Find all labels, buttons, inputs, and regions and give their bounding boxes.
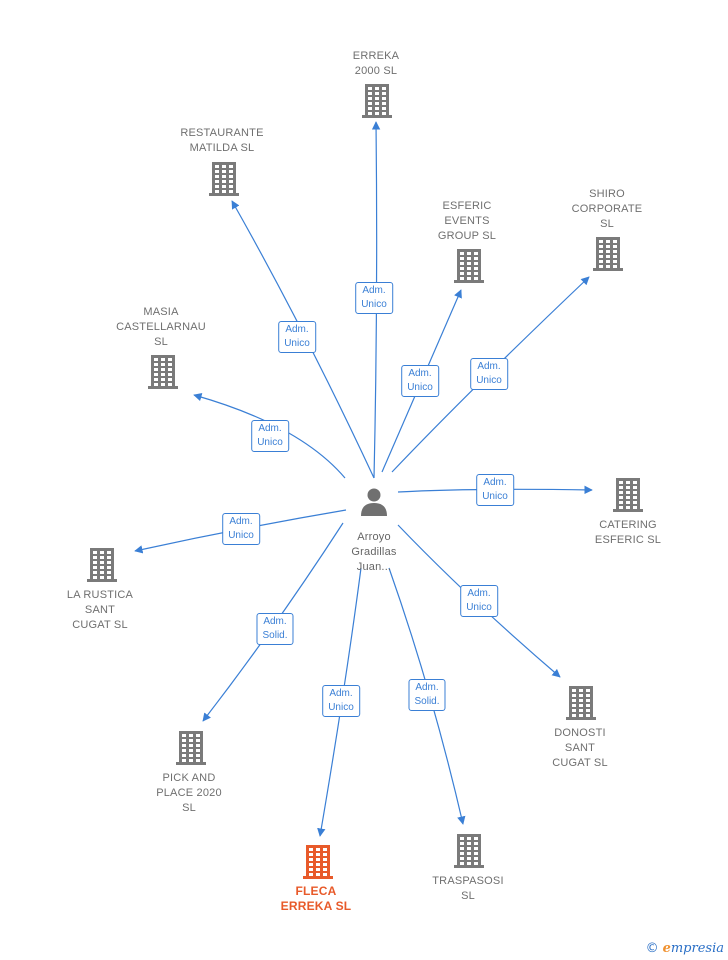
building-icon[interactable]	[454, 249, 484, 283]
role-badge-shiro[interactable]: Adm. Unico	[470, 358, 508, 390]
copyright-symbol: ©	[645, 941, 659, 956]
brand-name: mpresia	[670, 941, 724, 956]
building-icon[interactable]	[362, 84, 392, 118]
building-icon[interactable]	[176, 731, 206, 765]
company-label-shiro[interactable]: SHIRO CORPORATE SL	[571, 188, 643, 230]
role-badge-donosti[interactable]: Adm. Unico	[460, 585, 498, 617]
role-badge-restaurante[interactable]: Adm. Unico	[278, 321, 316, 353]
building-icon[interactable]	[613, 478, 643, 512]
building-icon[interactable]	[454, 834, 484, 868]
company-label-traspasosi[interactable]: TRASPASOSI SL	[432, 875, 504, 902]
building-icon[interactable]	[593, 237, 623, 271]
brand-logo-letter: e	[662, 941, 671, 956]
company-label-donosti[interactable]: DONOSTI SANT CUGAT SL	[552, 727, 608, 769]
person-label[interactable]: Arroyo Gradillas Juan...	[351, 531, 397, 573]
company-label-pickplace[interactable]: PICK AND PLACE 2020 SL	[156, 772, 222, 814]
company-label-catering[interactable]: CATERING ESFERIC SL	[594, 519, 662, 546]
brand-watermark: ©empresia	[646, 941, 724, 956]
building-icon[interactable]	[566, 686, 596, 720]
building-icon[interactable]	[209, 162, 239, 196]
company-label-esferic[interactable]: ESFERIC EVENTS GROUP SL	[437, 200, 497, 242]
role-badge-masia[interactable]: Adm. Unico	[251, 420, 289, 452]
building-icon[interactable]	[148, 355, 178, 389]
company-label-masia[interactable]: MASIA CASTELLARNAU SL	[116, 306, 206, 348]
role-badge-esferic[interactable]: Adm. Unico	[401, 365, 439, 397]
company-label-erreka2000[interactable]: ERREKA 2000 SL	[352, 50, 400, 77]
company-label-restaurante[interactable]: RESTAURANTE MATILDA SL	[180, 127, 264, 154]
role-badge-fleca[interactable]: Adm. Unico	[322, 685, 360, 717]
role-badge-erreka2000[interactable]: Adm. Unico	[355, 282, 393, 314]
role-badge-catering[interactable]: Adm. Unico	[476, 474, 514, 506]
person-icon[interactable]	[361, 488, 387, 517]
company-label-larustica[interactable]: LA RUSTICA SANT CUGAT SL	[66, 589, 134, 631]
building-icon[interactable]	[87, 548, 117, 582]
role-badge-traspasosi[interactable]: Adm. Solid.	[408, 679, 446, 711]
role-badge-pickplace[interactable]: Adm. Solid.	[256, 613, 294, 645]
role-badge-larustica[interactable]: Adm. Unico	[222, 513, 260, 545]
building-icon[interactable]	[303, 845, 333, 879]
company-label-fleca[interactable]: FLECA ERREKA SL	[280, 884, 352, 913]
